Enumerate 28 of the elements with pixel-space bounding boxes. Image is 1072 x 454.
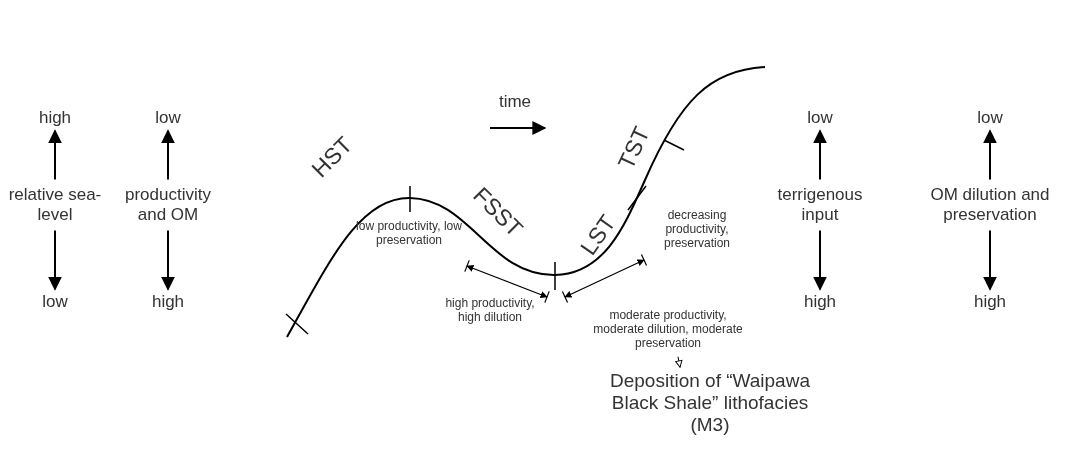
axis-label: time [497,92,533,112]
scale-end-label: high [25,108,85,128]
arrow [161,229,175,291]
annotation-text: decreasing productivity, preservation [662,209,731,251]
scale-end-label: low [138,108,198,128]
scale-end-label: high [960,292,1020,312]
annotation-text: high productivity, high dilution [444,297,536,325]
deposition-note: Deposition of “Waipawa Black Shale” lithofacies (M3) [605,370,815,436]
axis-label: productivity and OM [110,185,226,225]
annotation-text: moderate productivity, moderate dilution, moderate preservation [593,309,743,351]
axis-label: terrigenous input [770,185,870,225]
axis-label: OM dilution and preservation [920,185,1060,225]
stage-label: TST [612,122,656,174]
scale-end-label: low [960,108,1020,128]
scale-end-label: low [25,292,85,312]
arrow [813,129,827,181]
scale-end-label: low [790,108,850,128]
scale-end-label: high [790,292,850,312]
arrow [161,129,175,181]
annotation-text: low productivity, low preservation [355,220,463,248]
axis-label: relative sea-level [5,185,105,225]
arrow [675,356,683,368]
arrow [48,129,62,181]
arrow [983,229,997,291]
arrow [813,229,827,291]
arrow [48,229,62,291]
scale-end-label: high [138,292,198,312]
arrow [983,129,997,181]
